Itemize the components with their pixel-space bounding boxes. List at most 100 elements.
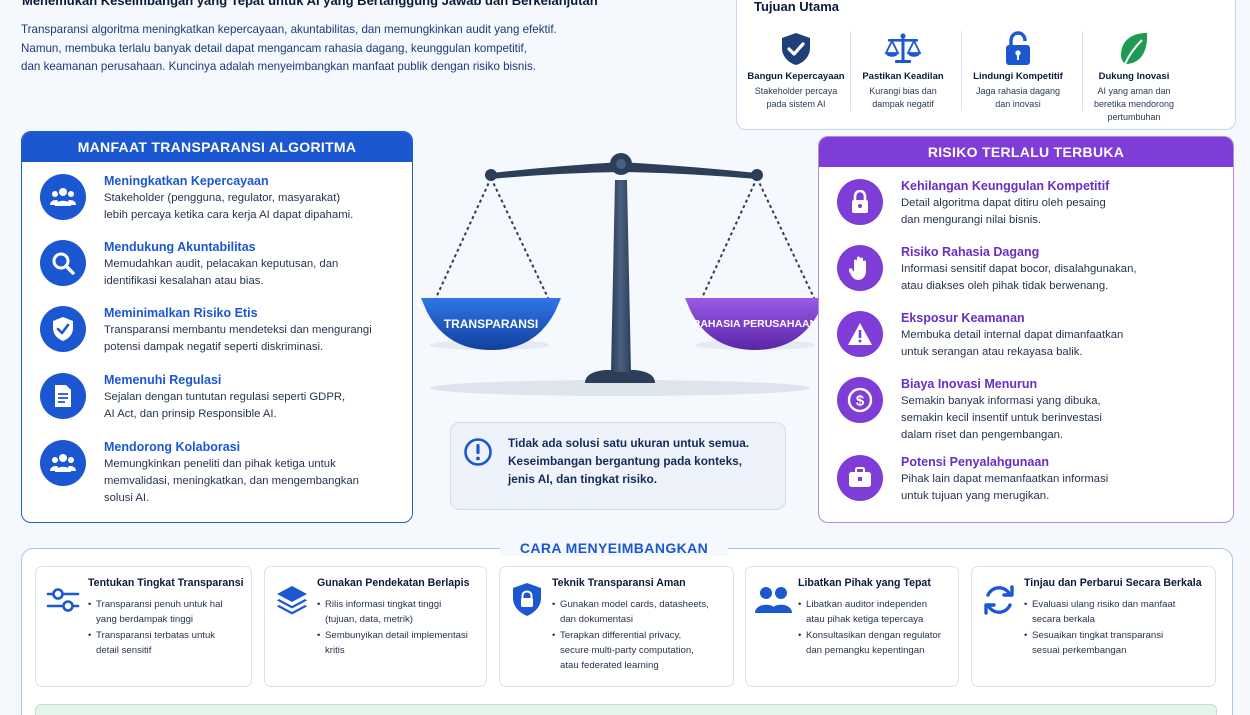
document-icon bbox=[40, 373, 86, 419]
benefit-desc: identifikasi kesalahan atau bias. bbox=[104, 275, 264, 288]
benefit-item: Memenuhi Regulasi Sejalan dengan tuntuta… bbox=[40, 373, 345, 423]
risk-item: $ Biaya Inovasi Menurun Semakin banyak i… bbox=[837, 377, 1102, 445]
balance-bullet: Evaluasi ulang risiko dan manfaatsecara … bbox=[1024, 597, 1209, 627]
intro-line: dan keamanan perusahaan. Kuncinya adalah… bbox=[21, 60, 536, 73]
balance-card: Teknik Transparansi Aman Gunakan model c… bbox=[499, 566, 734, 687]
benefit-desc: potensi dampak negatif seperti diskrimin… bbox=[104, 341, 324, 354]
risk-item: Risiko Rahasia Dagang Informasi sensitif… bbox=[837, 245, 1137, 295]
warning-icon bbox=[837, 311, 883, 357]
risk-desc: dan mengurangi nilai bisnis. bbox=[901, 214, 1042, 227]
shield-check-icon bbox=[776, 29, 816, 69]
svg-text:$: $ bbox=[856, 393, 865, 410]
benefit-title: Mendukung Akuntabilitas bbox=[104, 240, 256, 254]
risk-desc: atau diakses oleh pihak tidak berwenang. bbox=[901, 280, 1109, 293]
intro-line: Namun, membuka terlalu banyak detail dap… bbox=[21, 41, 527, 55]
bottom-strip bbox=[35, 704, 1217, 715]
balance-scale-icon bbox=[883, 29, 923, 69]
dollar-icon: $ bbox=[837, 377, 883, 423]
risk-item: Potensi Penyalahgunaan Pihak lain dapat … bbox=[837, 455, 1108, 505]
shield-check-icon bbox=[40, 306, 86, 352]
benefit-title: Memenuhi Regulasi bbox=[104, 373, 222, 387]
risk-item: Eksposur Keamanan Membuka detail interna… bbox=[837, 311, 1123, 361]
balance-card-title: Gunakan Pendekatan Berlapis bbox=[317, 577, 470, 589]
benefit-desc: Memudahkan audit, pelacakan keputusan, d… bbox=[104, 258, 339, 270]
risk-title: Potensi Penyalahgunaan bbox=[901, 455, 1049, 469]
balance-bullet: Rilis informasi tingkat tinggi(tujuan, d… bbox=[317, 597, 480, 627]
hand-stop-icon bbox=[837, 245, 883, 291]
benefit-desc: solusi AI. bbox=[104, 492, 150, 505]
note-line: Tidak ada solusi satu ukuran untuk semua… bbox=[508, 436, 750, 450]
risk-desc: Membuka detail internal dapat dimanfaatk… bbox=[901, 329, 1124, 341]
benefit-desc: Memungkinkan peneliti dan pihak ketiga u… bbox=[104, 458, 336, 470]
risk-item: Kehilangan Keunggulan Kompetitif Detail … bbox=[837, 179, 1109, 229]
intro-line: Transparansi algoritma meningkatkan kepe… bbox=[21, 23, 557, 36]
goal-desc: Kurangi bias dan bbox=[869, 86, 937, 96]
layers-icon bbox=[273, 581, 311, 619]
refresh-icon bbox=[980, 581, 1018, 619]
benefit-title: Meminimalkan Risiko Etis bbox=[104, 306, 258, 320]
risk-title: Risiko Rahasia Dagang bbox=[901, 245, 1040, 259]
divider bbox=[1082, 31, 1083, 111]
lock-icon bbox=[837, 179, 883, 225]
divider bbox=[850, 31, 851, 111]
risks-panel: RISIKO TERLALU TERBUKA Kehilangan Keungg… bbox=[818, 136, 1234, 523]
balance-card-title: Teknik Transparansi Aman bbox=[552, 577, 686, 589]
goals-title: Tujuan Utama bbox=[754, 0, 839, 14]
balance-card: Libatkan Pihak yang Tepat Libatkan audit… bbox=[745, 566, 959, 687]
goal-desc: dan inovasi bbox=[995, 99, 1041, 109]
magnifier-icon bbox=[40, 240, 86, 286]
lock-icon bbox=[998, 29, 1038, 69]
note-text: Tidak ada solusi satu ukuran untuk semua… bbox=[508, 434, 778, 488]
note-line: jenis AI, dan tingkat risiko. bbox=[508, 472, 658, 486]
leaf-icon bbox=[1114, 29, 1154, 69]
goal-title: Pastikan Keadilan bbox=[862, 71, 944, 82]
balance-card-title: Tinjau dan Perbarui Secara Berkala bbox=[1024, 577, 1202, 589]
note-line: Keseimbangan bergantung pada konteks, bbox=[508, 454, 743, 468]
benefit-item: Meminimalkan Risiko Etis Transparansi me… bbox=[40, 306, 372, 356]
balance-card-title: Libatkan Pihak yang Tepat bbox=[798, 577, 931, 589]
goal-desc: Stakeholder percaya bbox=[754, 86, 838, 96]
benefits-panel: MANFAAT TRANSPARANSI ALGORITMA Meningkat… bbox=[21, 131, 413, 523]
risks-title: RISIKO TERLALU TERBUKA bbox=[819, 137, 1233, 167]
benefit-desc: Sejalan dengan tuntutan regulasi seperti… bbox=[104, 391, 346, 403]
balance-bullet: Terapkan differential privacy,secure mul… bbox=[552, 628, 727, 673]
people-icon bbox=[754, 581, 792, 619]
benefit-desc: memvalidasi, meningkatkan, dan mengemban… bbox=[104, 475, 359, 488]
balance-card: Tentukan Tingkat Transparansi Transparan… bbox=[35, 566, 252, 687]
goal-desc: dampak negatif bbox=[872, 99, 934, 109]
benefit-title: Meningkatkan Kepercayaan bbox=[104, 174, 269, 188]
exclamation-circle-icon bbox=[463, 437, 493, 472]
sliders-icon bbox=[44, 581, 82, 619]
scale-left-label: TRANSPARANSI bbox=[443, 317, 539, 331]
benefit-desc: lebih percaya ketika cara kerja AI dapat… bbox=[104, 209, 354, 222]
goal-item: Lindungi Kompetitif Jaga rahasia dagang … bbox=[962, 29, 1074, 119]
goal-title: Bangun Kepercayaan bbox=[747, 71, 845, 82]
balance-title: CARA MENYEIMBANGKAN bbox=[500, 540, 728, 556]
balance-bullet: Gunakan model cards, datasheets,dan doku… bbox=[552, 597, 727, 627]
risk-desc: untuk serangan atau rekayasa balik. bbox=[901, 346, 1083, 359]
benefit-desc: Stakeholder (pengguna, regulator, masyar… bbox=[104, 192, 341, 204]
note-box: Tidak ada solusi satu ukuran untuk semua… bbox=[450, 422, 786, 510]
goal-desc: beretika mendorong bbox=[1093, 99, 1175, 109]
goal-desc: AI yang aman dan bbox=[1097, 86, 1171, 96]
risk-desc: semakin kecil insentif untuk berinvestas… bbox=[901, 412, 1102, 425]
risk-title: Kehilangan Keunggulan Kompetitif bbox=[901, 179, 1110, 193]
balance-card: Gunakan Pendekatan Berlapis Rilis inform… bbox=[264, 566, 487, 687]
goal-title: Dukung Inovasi bbox=[1098, 71, 1170, 82]
divider bbox=[961, 31, 962, 111]
group-icon bbox=[40, 440, 86, 486]
goals-box: Tujuan Utama Bangun Kepercayaan Stakehol… bbox=[736, 0, 1236, 130]
goal-item: Dukung Inovasi AI yang aman dan beretika… bbox=[1078, 29, 1190, 122]
risk-desc: Pihak lain dapat memanfaatkan informasi bbox=[901, 473, 1109, 485]
goal-desc: pada sistem AI bbox=[766, 99, 826, 109]
people-icon bbox=[40, 174, 86, 220]
benefit-title: Mendorong Kolaborasi bbox=[104, 440, 241, 454]
risk-desc: Detail algoritma dapat ditiru oleh pesai… bbox=[901, 197, 1106, 209]
scale-right-label: RAHASIA PERUSAHAAN bbox=[692, 318, 818, 330]
page-subtitle: Menemukan Keseimbangan yang Tepat untuk … bbox=[22, 0, 598, 8]
risk-desc: dalam riset dan pengembangan. bbox=[901, 429, 1064, 442]
